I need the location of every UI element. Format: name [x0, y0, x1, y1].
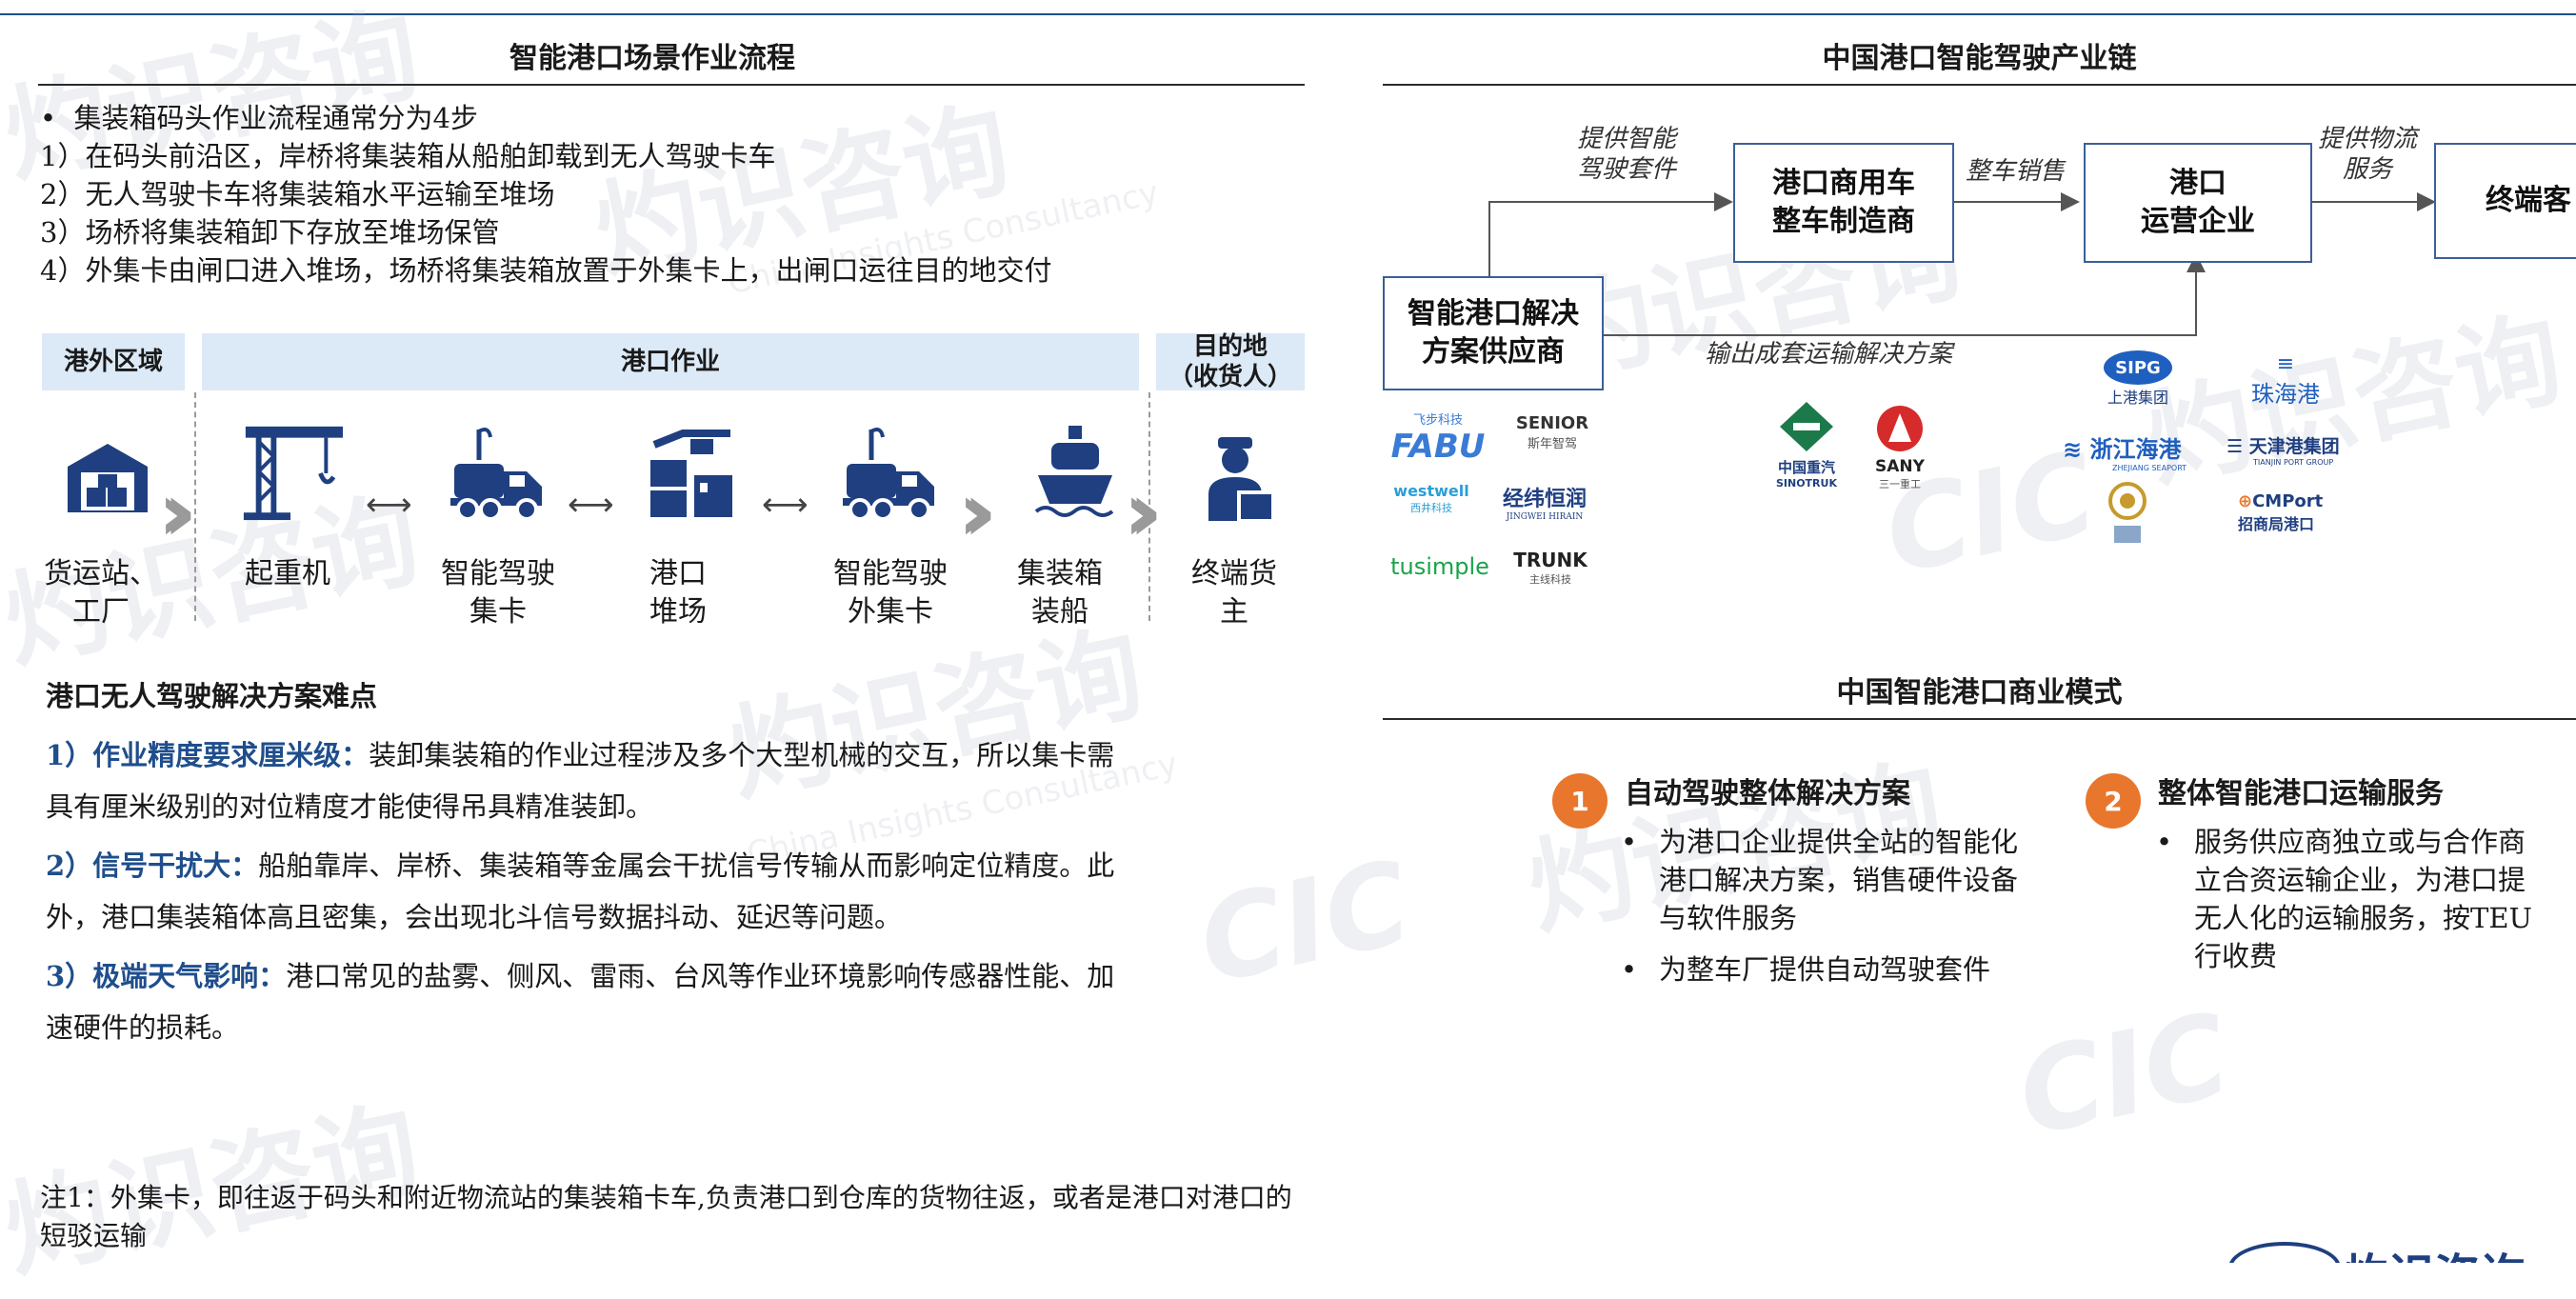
step-3: 3）场桥将集装箱卸下存放至堆场保管 [40, 216, 500, 249]
model-title: 整体智能港口运输服务 [2158, 777, 2444, 810]
chain-label: 输出成套运输解决方案 [1705, 340, 1953, 369]
difficulty-item: 1）作业精度要求厘米级：装卸集装箱的作业过程涉及多个大型机械的交互，所以集卡需 … [46, 739, 1115, 823]
business-title: 中国智能港口商业模式 [1836, 676, 2123, 709]
fabu-logo: 飞步科技 FABU [1390, 413, 1486, 466]
oem-box: 港口商用车整车制造商 [1733, 143, 1954, 263]
port-operator-box: 港口运营企业 [2084, 143, 2312, 263]
model-item: • 为港口企业提供全站的智能化港口解决方案，销售硬件设备与软件服务 [1621, 826, 2019, 934]
zone-divider [194, 392, 196, 621]
difficulty-item: 3）极端天气影响：港口常见的盐雾、侧风、雷雨、台风等作业环境影响传感器性能、加 … [46, 960, 1115, 1044]
difficulties-title: 港口无人驾驶解决方案难点 [46, 680, 378, 712]
container-yard-icon [640, 421, 745, 526]
chain-label: 提供物流服务 [2317, 125, 2417, 184]
process-label: 货运站、工厂 [44, 557, 158, 629]
trunk-logo: TRUNK 主线科技 [1513, 549, 1588, 586]
difficulty-item: 2）信号干扰大：船舶靠岸、岸桥、集装箱等金属会干扰信号传输从而影响定位精度。此 … [46, 849, 1115, 933]
footer-brand-text: 灼识咨询 [2343, 1238, 2526, 1263]
process-label: 起重机 [245, 557, 330, 590]
section-rule [38, 84, 1305, 86]
model-title: 自动驾驶整体解决方案 [1625, 777, 1910, 810]
crane-icon [240, 419, 345, 524]
step-bullet: • 集装箱码头作业流程通常分为4步 [40, 102, 478, 134]
model-items: • 为港口企业提供全站的智能化港口解决方案，销售硬件设备与软件服务 • 为整车厂… [1619, 823, 2095, 989]
sinotruk-mark-icon [1780, 402, 1833, 451]
port-emblem-icon [2107, 480, 2148, 549]
zone-outside: 港外区域 [42, 333, 185, 390]
chevron-right-icon: ›› [1124, 465, 1163, 560]
truck-icon [838, 419, 943, 524]
sipg-logo: SIPG 上港集团 [2095, 350, 2181, 408]
zhejiang-seaport-logo: ≋ 浙江海港 ZHEJIANG SEAPORT [2063, 435, 2187, 472]
process-label: 港口堆场 [649, 557, 707, 629]
sany-logo: SANY 三一重工 [1857, 404, 1943, 491]
chain-title: 中国港口智能驾驶产业链 [1822, 42, 2137, 75]
brand-swoosh-icon [2228, 1242, 2341, 1263]
model-number-badge: 2 [2086, 773, 2141, 829]
model-number-badge: 1 [1552, 773, 1608, 829]
left-section-title: 智能港口场景作业流程 [509, 42, 795, 75]
jingwei-logo: 经纬恒润 JINGWEI HIRAIN [1502, 488, 1587, 522]
process-label: 智能驾驶外集卡 [833, 557, 948, 629]
chain-label: 整车销售 [1965, 157, 2065, 186]
sany-mark-icon [1877, 406, 1923, 451]
chain-connectors [1488, 192, 2436, 336]
process-label: 终端货主 [1191, 557, 1277, 629]
process-steps: • 集装箱码头作业流程通常分为4步 1）在码头前沿区，岸桥将集装箱从船舶卸载到无… [40, 99, 1051, 290]
westwell-logo: westwell 西井科技 [1393, 482, 1469, 514]
senior-logo: SENIOR 斯年智驾 [1515, 413, 1589, 451]
footnote: 注1：外集卡，即往返于码头和附近物流站的集装箱卡车,负责港口到仓库的货物往返，或… [40, 1182, 1292, 1251]
sinotruk-logo: 中国重汽 SINOTRUK [1764, 400, 1849, 490]
step-2: 2）无人驾驶卡车将集装箱水平运输至堆场 [40, 178, 555, 210]
process-label: 集装箱装船 [1017, 557, 1103, 629]
step-1: 1）在码头前沿区，岸桥将集装箱从船舶卸载到无人驾驶卡车 [40, 140, 776, 172]
tianjin-port-logo: ☰ 天津港集团 TIANJIN PORT GROUP [2227, 436, 2340, 467]
chain-label: 提供智能驾驶套件 [1576, 125, 1676, 184]
zone-destination-line2: （收货人） [1168, 363, 1292, 391]
zone-destination-line1: 目的地 [1192, 332, 1268, 361]
cmport-logo: ⊕CMPort 招商局港口 [2238, 491, 2324, 533]
model-item: • 为整车厂提供自动驾驶套件 [1621, 953, 1991, 986]
tusimple-logo: tusimple [1390, 553, 1489, 580]
solution-provider-box: 智能港口解决方案供应商 [1383, 276, 1604, 390]
person-icon [1187, 427, 1291, 531]
footer-logo: 灼识咨询 [2228, 1238, 2576, 1263]
double-arrow-icon: ⟷ [762, 486, 809, 524]
truck-icon [446, 419, 550, 524]
double-arrow-icon: ⟷ [568, 486, 614, 524]
zone-destination: 目的地 （收货人） [1156, 332, 1305, 391]
chevron-right-icon: ›› [158, 465, 197, 560]
watermark: CIC [2007, 989, 2241, 1163]
top-rule [0, 13, 2576, 15]
end-customer-box: 终端客 [2434, 143, 2576, 259]
zhuhai-port-logo: ≡ 珠海港 [2251, 352, 2320, 408]
section-rule [1383, 84, 2576, 86]
zone-port: 港口作业 [202, 333, 1139, 390]
zone-divider [1148, 392, 1150, 621]
section-rule [1383, 718, 2576, 720]
ship-icon [1023, 419, 1128, 524]
double-arrow-icon: ⟷ [366, 486, 412, 524]
process-label: 智能驾驶集卡 [441, 557, 555, 629]
warehouse-icon [55, 425, 160, 530]
step-4: 4）外集卡由闸口进入堆场，场桥将集装箱放置于外集卡上，出闸口运往目的地交付 [40, 254, 1052, 287]
chevron-right-icon: ›› [958, 465, 997, 560]
